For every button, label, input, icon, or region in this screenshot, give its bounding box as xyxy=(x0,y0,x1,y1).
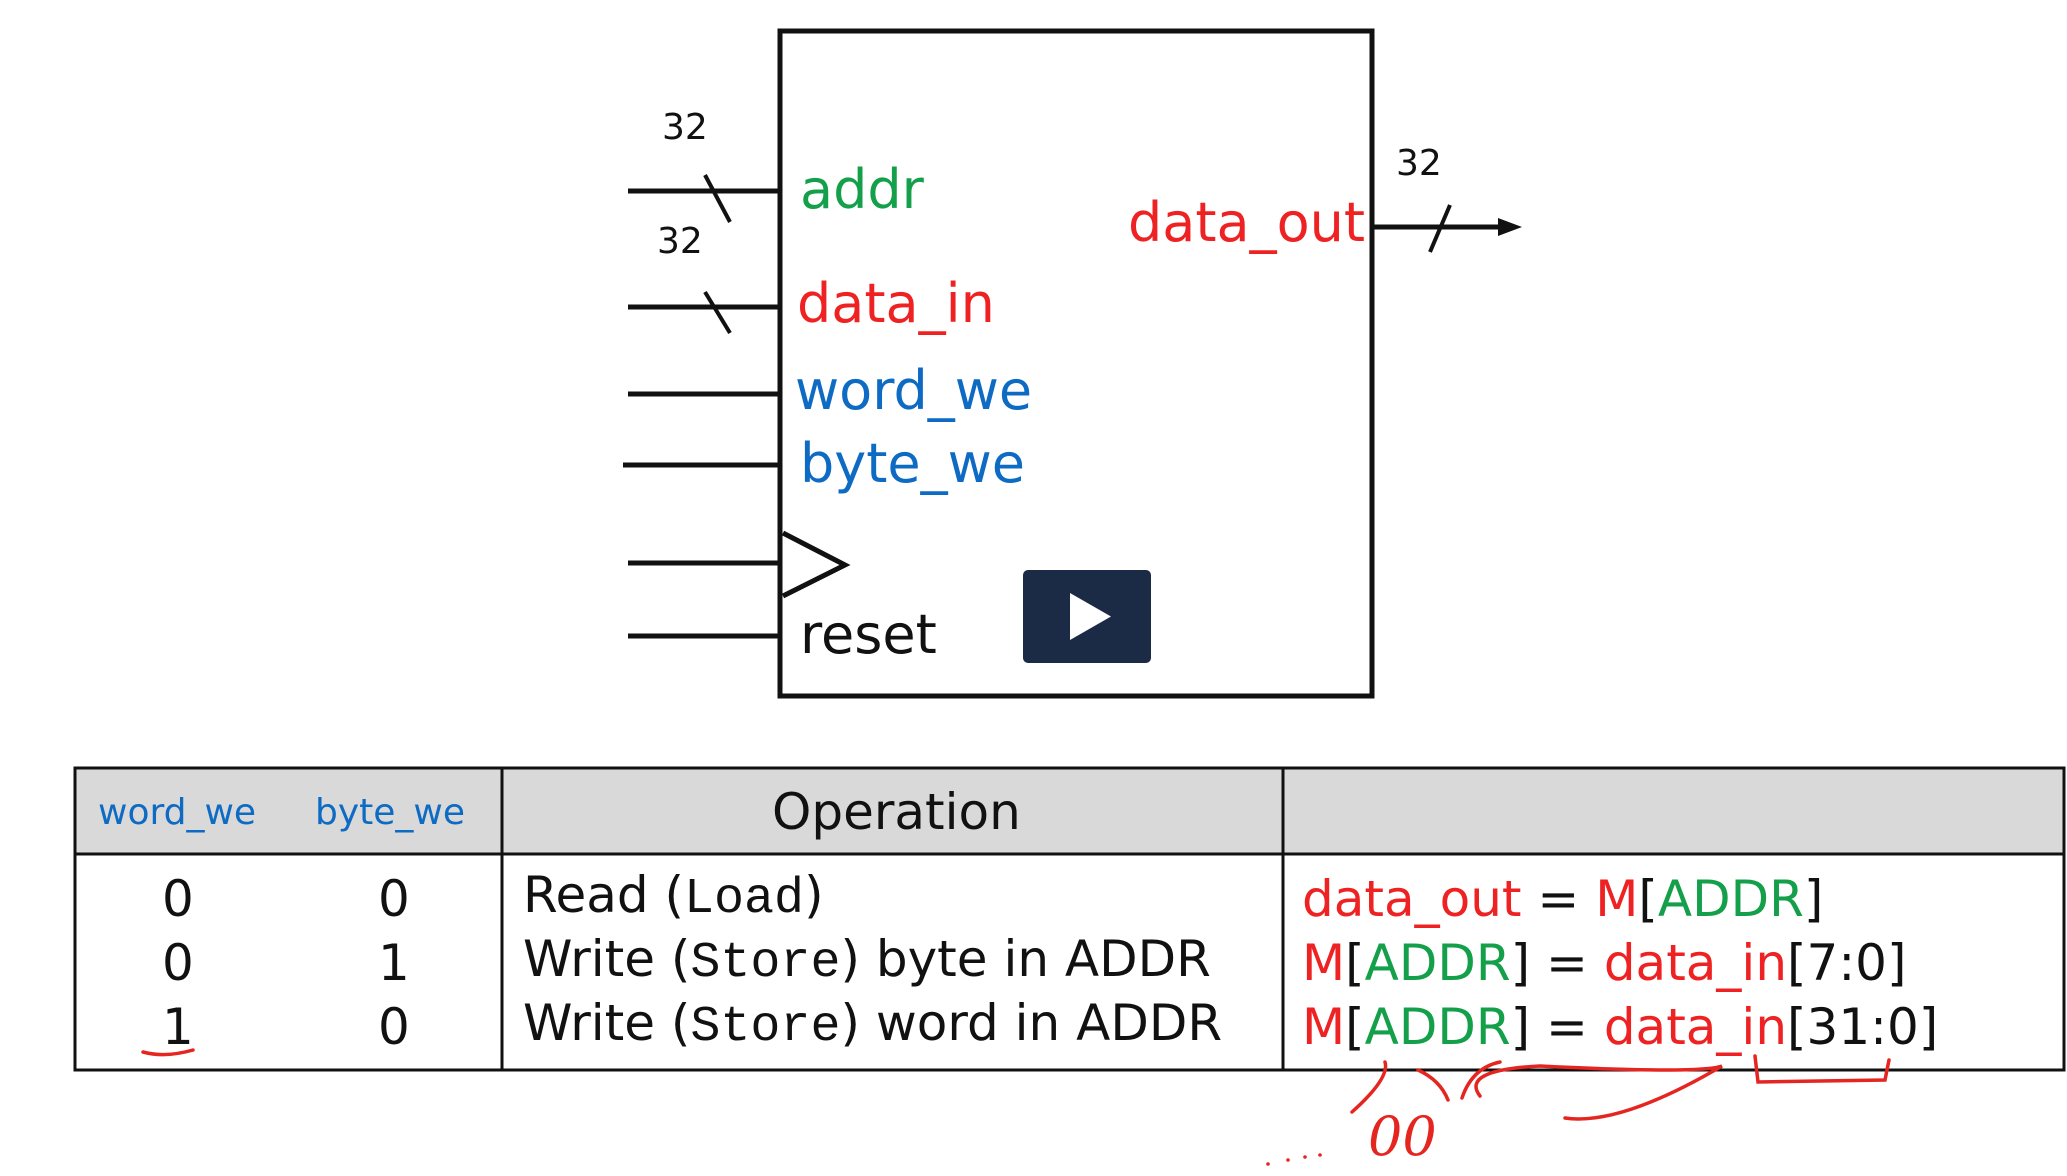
row2-formula: M[ADDR] = data_in[31:0] xyxy=(1302,998,1939,1056)
row1-formula: M[ADDR] = data_in[7:0] xyxy=(1302,934,1907,992)
annotation-dot xyxy=(1286,1158,1290,1162)
table-border xyxy=(73,766,2066,1072)
row1-operation: Write (Store) byte in ADDR xyxy=(523,930,1211,992)
addr-bus-width: 32 xyxy=(662,107,708,148)
clock-triangle-icon xyxy=(781,530,851,599)
annotation-dot xyxy=(1318,1153,1322,1157)
annotation-stroke-2 xyxy=(1416,1068,1450,1102)
handwritten-note: 00 xyxy=(1368,1105,1437,1168)
data-in-bus-slash xyxy=(703,290,732,335)
underline-mark xyxy=(141,1048,195,1057)
truth-table xyxy=(73,766,2066,1072)
port-data-in: data_in xyxy=(797,272,995,335)
row0-formula: data_out = M[ADDR] xyxy=(1302,870,1824,928)
port-reset: reset xyxy=(800,603,937,666)
header-operation: Operation xyxy=(772,783,1021,841)
handwritten-annotations xyxy=(141,1048,1891,1166)
arrow-head-icon xyxy=(1498,218,1522,236)
header-byte-we: byte_we xyxy=(315,792,466,833)
annotation-stroke-1 xyxy=(1350,1060,1388,1114)
addr-bus-slash xyxy=(703,174,732,223)
annotation-curve xyxy=(1474,1064,1723,1121)
play-icon xyxy=(1070,593,1111,640)
table-header-bg xyxy=(75,768,2064,854)
annotation-dot xyxy=(1303,1155,1307,1159)
row2-operation: Write (Store) word in ADDR xyxy=(523,994,1223,1056)
port-addr: addr xyxy=(800,158,924,221)
data-out-bus-width: 32 xyxy=(1396,143,1442,184)
row1-word-we: 0 xyxy=(162,934,194,992)
port-word-we: word_we xyxy=(795,359,1033,422)
row2-byte-we: 0 xyxy=(378,998,410,1056)
data-out-bus-slash xyxy=(1428,204,1452,253)
annotation-stroke-3 xyxy=(1460,1060,1502,1100)
annotation-bracket xyxy=(1753,1054,1891,1084)
port-data-out: data_out xyxy=(1128,191,1366,254)
row0-word-we: 0 xyxy=(162,870,194,928)
annotation-dot xyxy=(1266,1162,1270,1166)
row0-operation: Read (Load) xyxy=(523,866,824,928)
header-word-we: word_we xyxy=(98,792,257,833)
row0-byte-we: 0 xyxy=(378,870,410,928)
row2-word-we: 1 xyxy=(162,998,194,1056)
video-play-button[interactable] xyxy=(1023,570,1151,663)
data-in-bus-width: 32 xyxy=(657,221,703,262)
port-byte-we: byte_we xyxy=(800,432,1026,495)
memory-block xyxy=(777,28,1375,699)
row1-byte-we: 1 xyxy=(378,934,410,992)
